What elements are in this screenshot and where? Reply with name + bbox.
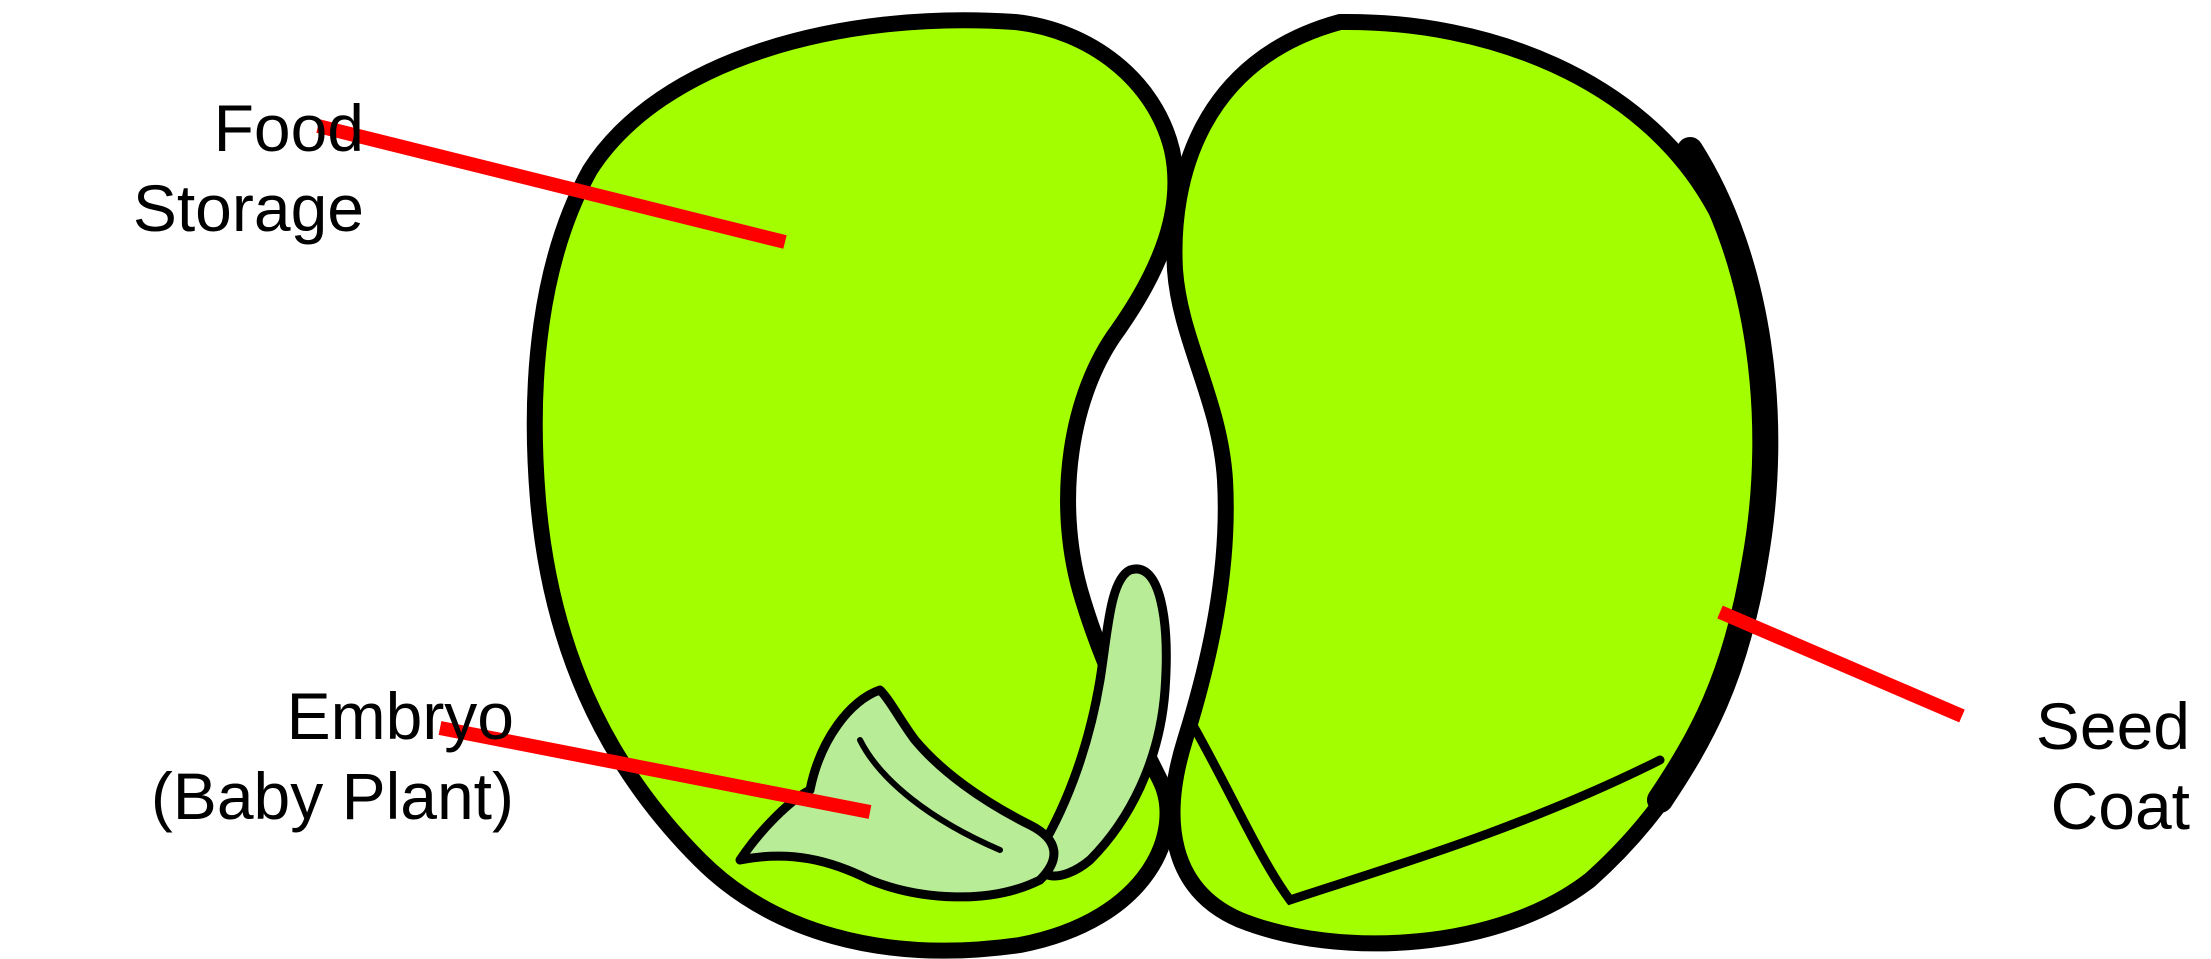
seed-coat-label-line2: Coat — [1970, 766, 2190, 846]
embryo-label-line1: Embryo — [14, 676, 514, 756]
seed-coat-label-line1: Seed — [1970, 686, 2190, 766]
right-cotyledon — [1173, 22, 1770, 943]
embryo-label: Embryo (Baby Plant) — [14, 676, 514, 836]
seed-coat-pointer — [1720, 612, 1962, 716]
food-storage-label: Food Storage — [48, 88, 364, 248]
embryo-label-line2: (Baby Plant) — [14, 756, 514, 836]
seed-coat-label: Seed Coat — [1970, 686, 2190, 846]
food-storage-label-line2: Storage — [48, 168, 364, 248]
food-storage-label-line1: Food — [48, 88, 364, 168]
